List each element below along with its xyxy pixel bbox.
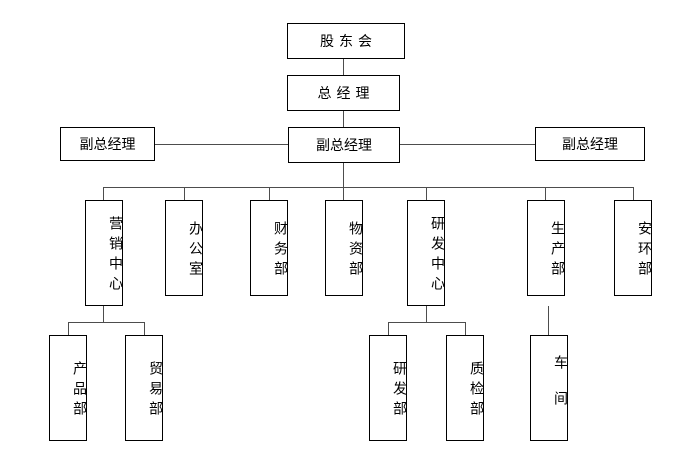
connector-drop-rnd-center (426, 187, 427, 200)
connector-rnd-children-bus (388, 322, 466, 323)
node-qc-dept[interactable]: 质检部 (446, 335, 484, 441)
connector-drop-finance (269, 187, 270, 200)
node-safety-env-dept[interactable]: 安环部 (614, 200, 652, 296)
connector-drop-materials (343, 187, 344, 200)
node-deputy-gm-right[interactable]: 副总经理 (535, 127, 645, 161)
node-rnd-dept[interactable]: 研发部 (369, 335, 407, 441)
node-trade-dept[interactable]: 贸易部 (125, 335, 163, 441)
connector-deputy-left-link (155, 144, 288, 145)
connector-drop-product-dept (68, 322, 69, 335)
connector-drop-rnd-dept (388, 322, 389, 335)
connector-drop-qc-dept (465, 322, 466, 335)
connector-rnd-center-down (426, 306, 427, 323)
connector-drop-trade-dept (144, 322, 145, 335)
connector-department-bus (103, 187, 633, 188)
connector-deputy-right-link (400, 144, 535, 145)
connector-production-to-workshop (548, 306, 549, 335)
node-product-dept[interactable]: 产品部 (49, 335, 87, 441)
connector-deputy-to-dept-bus (343, 163, 344, 187)
connector-drop-marketing (103, 187, 104, 200)
node-deputy-gm-left[interactable]: 副总经理 (60, 127, 155, 161)
connector-marketing-children-bus (68, 322, 145, 323)
connector-gm-to-deputy-center (343, 110, 344, 128)
node-general-manager[interactable]: 总经理 (287, 75, 400, 111)
node-workshop[interactable]: 车间 (530, 335, 568, 441)
node-shareholders-meeting[interactable]: 股东会 (287, 23, 405, 59)
node-office[interactable]: 办公室 (165, 200, 203, 296)
node-materials-dept[interactable]: 物资部 (325, 200, 363, 296)
node-deputy-gm-center[interactable]: 副总经理 (288, 127, 400, 163)
node-marketing-center[interactable]: 营销中心 (85, 200, 123, 306)
node-rnd-center[interactable]: 研发中心 (407, 200, 445, 306)
connector-shareholders-to-gm (343, 58, 344, 75)
connector-drop-production (545, 187, 546, 200)
node-finance-dept[interactable]: 财务部 (250, 200, 288, 296)
node-production-dept[interactable]: 生产部 (527, 200, 565, 296)
connector-marketing-down (103, 306, 104, 323)
connector-drop-safety (633, 187, 634, 200)
connector-drop-office (184, 187, 185, 200)
